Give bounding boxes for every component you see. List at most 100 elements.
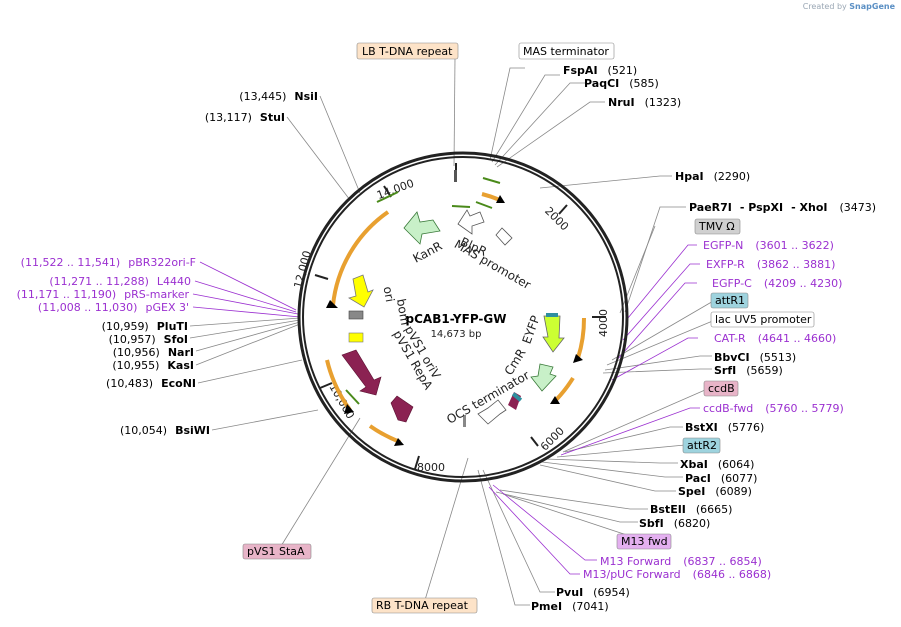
orf-arrowhead xyxy=(344,404,354,414)
primer-range: (11,171 .. 11,190) xyxy=(17,288,117,301)
bom-label: bom xyxy=(394,298,412,327)
primer-cat-r[interactable]: CAT-R (4641 .. 4660) xyxy=(714,332,836,345)
primers-left: (11,522 .. 11,541)pBR322ori-F (11,271 ..… xyxy=(17,256,196,314)
site-pos: (6665) xyxy=(696,503,733,516)
site-name: SbfI xyxy=(639,517,664,530)
primer-egfp-n[interactable]: EGFP-N (3601 .. 3622) xyxy=(703,239,834,252)
site-sbfi[interactable]: SbfI(6820) xyxy=(639,517,710,530)
watermark-brand: SnapGene xyxy=(849,2,895,11)
oriv-box xyxy=(348,332,364,343)
mas-terminator-box[interactable] xyxy=(518,42,615,60)
site-bsteii[interactable]: BstEII(6665) xyxy=(650,503,732,516)
site-pos: (7041) xyxy=(572,600,609,613)
site-paci[interactable]: PacI(6077) xyxy=(685,472,757,485)
primer-name: pGEX 3' xyxy=(145,301,189,314)
mas-promoter-arrow xyxy=(495,227,513,246)
site-name: PaeR7I xyxy=(689,201,732,214)
attr2-label: attR2 xyxy=(687,439,717,452)
ocs-terminator-arrow xyxy=(477,399,507,425)
site-name: SrfI xyxy=(714,364,736,377)
site-pos: (1323) xyxy=(645,96,682,109)
tmv-box[interactable] xyxy=(694,218,741,235)
primer-pgex3[interactable]: (11,008 .. 11,030)pGEX 3' xyxy=(38,301,189,314)
rb-tdna-box[interactable] xyxy=(371,597,478,614)
backbone-outer xyxy=(297,151,629,483)
pvs1-sta-label: pVS1 StaA xyxy=(247,545,305,558)
site-srfi[interactable]: SrfI(5659) xyxy=(714,364,783,377)
site-pos: (6954) xyxy=(593,586,630,599)
site-pos: (10,959) xyxy=(102,320,149,333)
site-spei[interactable]: SpeI(6089) xyxy=(678,485,752,498)
primer-name: M13/pUC Forward xyxy=(583,568,681,581)
site-econi[interactable]: (10,483)EcoNI xyxy=(106,377,196,390)
feature-arrows xyxy=(341,170,565,427)
mas-promoter-label: MAS promoter xyxy=(452,237,533,292)
orf-arc-cmr xyxy=(554,376,575,402)
site-kasi[interactable]: (10,955)KasI xyxy=(112,359,194,372)
primer-range: (4641 .. 4660) xyxy=(758,332,837,345)
pvs1-sta-box[interactable] xyxy=(242,543,312,560)
site-paqci[interactable]: PaqCI(585) xyxy=(584,77,659,90)
site-pmei[interactable]: PmeI(7041) xyxy=(531,600,609,613)
site-xbai[interactable]: XbaI(6064) xyxy=(680,458,754,471)
site-nsii[interactable]: (13,445)NsiI xyxy=(239,90,318,103)
primer-prs-marker[interactable]: (11,171 .. 11,190)pRS-marker xyxy=(17,288,190,301)
m13-fwd-box[interactable] xyxy=(616,533,672,550)
site-name: KasI xyxy=(167,359,194,372)
primer-exfp-r[interactable]: EXFP-R(3862 .. 3881) xyxy=(706,258,835,271)
site-paer7i[interactable]: PaeR7I- PspXI- XhoI(3473) xyxy=(689,201,876,214)
watermark-prefix: Created by xyxy=(802,2,847,11)
primer-m13-forward[interactable]: M13 Forward(6837 .. 6854) xyxy=(600,555,762,568)
site-pos: (10,054) xyxy=(120,424,167,437)
site-pvui[interactable]: PvuI(6954) xyxy=(556,586,630,599)
blpr-arrow xyxy=(457,209,485,235)
site-pos: (6077) xyxy=(721,472,758,485)
site-name: BbvCI xyxy=(714,351,750,364)
site-pos: (2290) xyxy=(714,170,751,183)
attr1-box[interactable] xyxy=(710,292,749,309)
ori-arrow xyxy=(348,274,374,308)
primer-l4440[interactable]: (11,271 .. 11,288) L4440 xyxy=(49,275,191,288)
primer-name: L4440 xyxy=(157,275,191,288)
primer-range: (11,271 .. 11,288) xyxy=(49,275,149,288)
connector-lines xyxy=(189,57,716,606)
site-pos: (3473) xyxy=(840,201,877,214)
site-name: XbaI xyxy=(680,458,708,471)
primer-name: M13 Forward xyxy=(600,555,671,568)
plasmid-name: pCAB1-YFP-GW xyxy=(406,312,507,326)
cmr-arrow xyxy=(530,363,557,392)
site-pos: (10,957) xyxy=(109,333,156,346)
attr2-box[interactable] xyxy=(682,437,721,454)
lb-tdna-box[interactable] xyxy=(356,42,459,60)
site-fspai[interactable]: FspAI(521) xyxy=(563,64,637,77)
site-bstxi[interactable]: BstXI(5776) xyxy=(685,421,764,434)
orf-arrowhead xyxy=(496,195,505,203)
site-pos: (585) xyxy=(629,77,659,90)
primer-pbr322[interactable]: (11,522 .. 11,541)pBR322ori-F xyxy=(21,256,196,269)
site-name: PluTI xyxy=(157,320,188,333)
primer-m13-puc[interactable]: M13/pUC Forward(6846 .. 6868) xyxy=(583,568,771,581)
primer-range: (3601 .. 3622) xyxy=(755,239,834,252)
site-bbvci[interactable]: BbvCI(5513) xyxy=(714,351,796,364)
primer-egfp-c[interactable]: EGFP-C(4209 .. 4230) xyxy=(712,277,842,290)
orf-arc-kanr xyxy=(331,210,390,306)
attr2-mark xyxy=(511,392,523,402)
primer-name: EGFP-N xyxy=(703,239,743,252)
site-name: BsiWI xyxy=(175,424,210,437)
primer-name: CAT-R xyxy=(714,332,746,345)
site-name-2: - PspXI xyxy=(740,201,783,214)
primer-ccdb-fwd[interactable]: ccdB-fwd(5760 .. 5779) xyxy=(703,402,844,415)
site-nrui[interactable]: NruI(1323) xyxy=(608,96,681,109)
lac-uv5-box[interactable] xyxy=(710,311,815,328)
ccdb-box[interactable] xyxy=(703,380,739,397)
tmv-label: TMV Ω xyxy=(698,220,735,233)
site-hpai[interactable]: HpaI(2290) xyxy=(675,170,750,183)
site-pluti[interactable]: (10,959) PluTI xyxy=(102,320,188,333)
site-nari[interactable]: (10,956)NarI xyxy=(113,346,194,359)
site-name: BstXI xyxy=(685,421,718,434)
site-sfoi[interactable]: (10,957)SfoI xyxy=(109,333,188,346)
tick-label-8000: 8000 xyxy=(417,461,445,474)
site-name: EcoNI xyxy=(161,377,196,390)
site-bsiwi[interactable]: (10,054) BsiWI xyxy=(120,424,210,437)
site-stui[interactable]: (13,117)StuI xyxy=(205,111,285,124)
